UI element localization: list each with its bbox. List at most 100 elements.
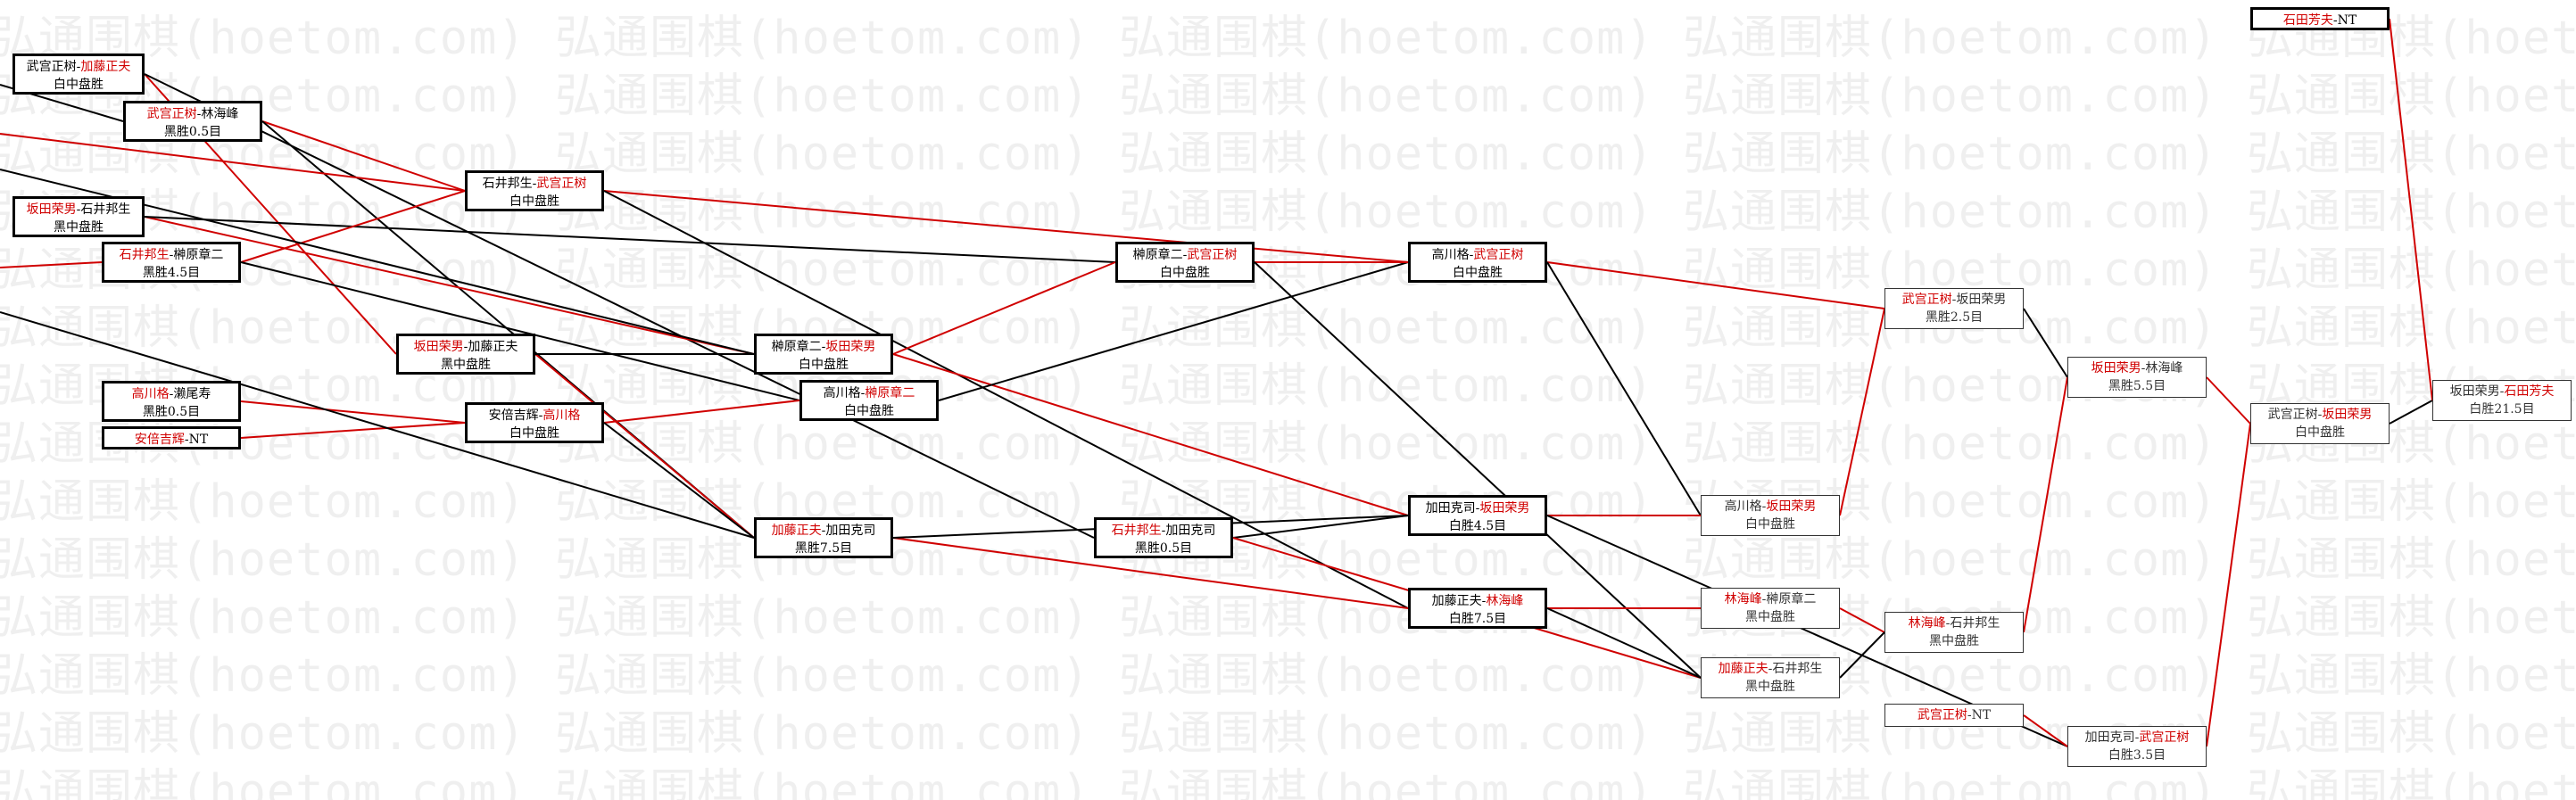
player-black: 石井邦生	[119, 248, 170, 262]
player-black: 高川格	[1431, 248, 1470, 262]
player-white: 坂田荣男	[825, 340, 876, 354]
game-result: 白胜21.5目	[2469, 402, 2535, 416]
game-node: 武宫正树-林海峰黑胜0.5目	[123, 101, 262, 142]
separator: -	[1967, 708, 1972, 722]
game-players: 高川格-武宫正树	[1412, 246, 1543, 264]
bracket-edge	[2206, 376, 2251, 425]
game-result: 黑胜0.5目	[163, 125, 222, 139]
player-white: 石井邦生	[1772, 662, 1823, 676]
player-white: 武宫正树	[1473, 248, 1524, 262]
bracket-edge	[240, 190, 466, 263]
game-result: 黑胜0.5目	[1134, 541, 1193, 556]
separator: -	[860, 386, 866, 400]
bracket-edge	[1546, 607, 1702, 679]
player-black: 加田克司	[1425, 501, 1476, 515]
bracket-edge	[144, 216, 755, 355]
player-white: 加藤正夫	[80, 60, 131, 74]
game-players: 榊原章二-武宫正树	[1120, 246, 1250, 264]
bracket-edge	[2389, 400, 2433, 425]
player-white: 加田克司	[1165, 524, 1216, 538]
separator: -	[1951, 293, 1957, 307]
bracket-edge	[1546, 261, 1885, 309]
game-result: 黑胜0.5目	[142, 405, 201, 419]
game-node: 林海峰-石井邦生黑中盘胜	[1884, 612, 2024, 653]
player-black: 加藤正夫	[771, 524, 822, 538]
player-black: 加藤正夫	[1431, 594, 1482, 608]
player-white: NT	[188, 433, 209, 447]
game-node: 坂田荣男-石田芳夫白胜21.5目	[2432, 380, 2572, 421]
separator: -	[821, 524, 826, 538]
separator: -	[463, 340, 468, 354]
bracket-edge	[240, 400, 466, 424]
player-black: 安倍吉辉	[488, 408, 539, 423]
separator: -	[169, 387, 174, 401]
player-black: 武宫正树	[1917, 708, 1967, 722]
player-white: 林海峰	[2145, 361, 2183, 375]
player-white: 石井邦生	[1950, 616, 2000, 631]
separator: -	[2317, 408, 2323, 422]
game-players: 坂田荣男-加藤正夫	[401, 338, 531, 356]
bracket-edge	[938, 261, 1409, 401]
game-result: 白胜3.5目	[2108, 748, 2166, 763]
game-node: 高川格-榊原章二白中盘胜	[799, 380, 939, 421]
game-node: 榊原章二-坂田荣男白中盘胜	[754, 334, 893, 375]
game-node: 林海峰-榊原章二黑中盘胜	[1701, 588, 1840, 629]
game-players: 安倍吉辉-NT	[106, 431, 236, 449]
bracket-edge	[603, 422, 755, 539]
player-white: 加藤正夫	[468, 340, 518, 354]
bracket-edge	[2206, 423, 2251, 747]
bracket-edge	[0, 311, 755, 539]
game-result: 黑胜4.5目	[142, 266, 201, 280]
bracket-edge	[261, 120, 466, 192]
game-players: 坂田荣男-石田芳夫	[2435, 383, 2569, 400]
separator: -	[1761, 592, 1767, 606]
separator: -	[538, 408, 543, 423]
bracket-edge	[892, 353, 1409, 516]
game-players: 加藤正夫-石井邦生	[1703, 660, 1837, 678]
player-black: 武宫正树	[26, 60, 77, 74]
game-result: 白胜7.5目	[1448, 612, 1507, 626]
player-black: 坂田荣男	[2449, 384, 2500, 399]
player-white: 榊原章二	[173, 248, 224, 262]
game-players: 加田克司-武宫正树	[2070, 729, 2204, 746]
bracket-edge	[2389, 18, 2433, 401]
separator: -	[76, 202, 81, 217]
game-node: 武宫正树-加藤正夫白中盘胜	[12, 54, 145, 95]
player-black: 坂田荣男	[413, 340, 464, 354]
player-white: 坂田荣男	[1956, 293, 2007, 307]
bracket-edge	[1839, 607, 1885, 633]
separator: -	[2134, 730, 2140, 745]
separator: -	[1945, 616, 1951, 631]
player-white: 石井邦生	[80, 202, 131, 217]
game-players: 武宫正树-坂田荣男	[2253, 406, 2387, 424]
game-result: 白中盘胜	[799, 358, 849, 372]
bracket-edge	[144, 216, 1116, 263]
game-result: 黑中盘胜	[1745, 610, 1795, 624]
game-node: 武宫正树-NT	[1884, 704, 2024, 727]
player-black: 武宫正树	[1901, 293, 1952, 307]
player-white: 坂田荣男	[1479, 501, 1530, 515]
game-result: 白中盘胜	[844, 404, 894, 418]
game-node: 石井邦生-武宫正树白中盘胜	[465, 170, 604, 211]
bracket-edge	[2023, 714, 2068, 747]
game-node: 石田芳夫-NT	[2250, 7, 2390, 30]
separator: -	[1182, 248, 1188, 262]
game-players: 石井邦生-武宫正树	[469, 175, 600, 193]
separator: -	[76, 60, 81, 74]
bracket-edge	[2023, 376, 2068, 633]
player-black: 武宫正树	[146, 107, 197, 121]
game-players: 坂田荣男-石井邦生	[17, 201, 140, 219]
game-result: 白中盘胜	[1160, 266, 1210, 280]
game-node: 榊原章二-武宫正树白中盘胜	[1115, 242, 1255, 283]
game-result: 黑中盘胜	[1745, 680, 1795, 694]
bracket-edge	[0, 261, 103, 268]
game-players: 榊原章二-坂田荣男	[758, 338, 889, 356]
separator: -	[1481, 594, 1487, 608]
bracket-edge	[240, 422, 466, 439]
bracket-edge	[534, 353, 755, 539]
game-node: 武宫正树-坂田荣男黑胜2.5目	[1884, 288, 2024, 329]
bracket-edge	[0, 133, 466, 192]
player-white: 坂田荣男	[2322, 408, 2373, 422]
game-node: 安倍吉辉-高川格白中盘胜	[465, 402, 604, 443]
game-node: 安倍吉辉-NT	[102, 426, 241, 449]
